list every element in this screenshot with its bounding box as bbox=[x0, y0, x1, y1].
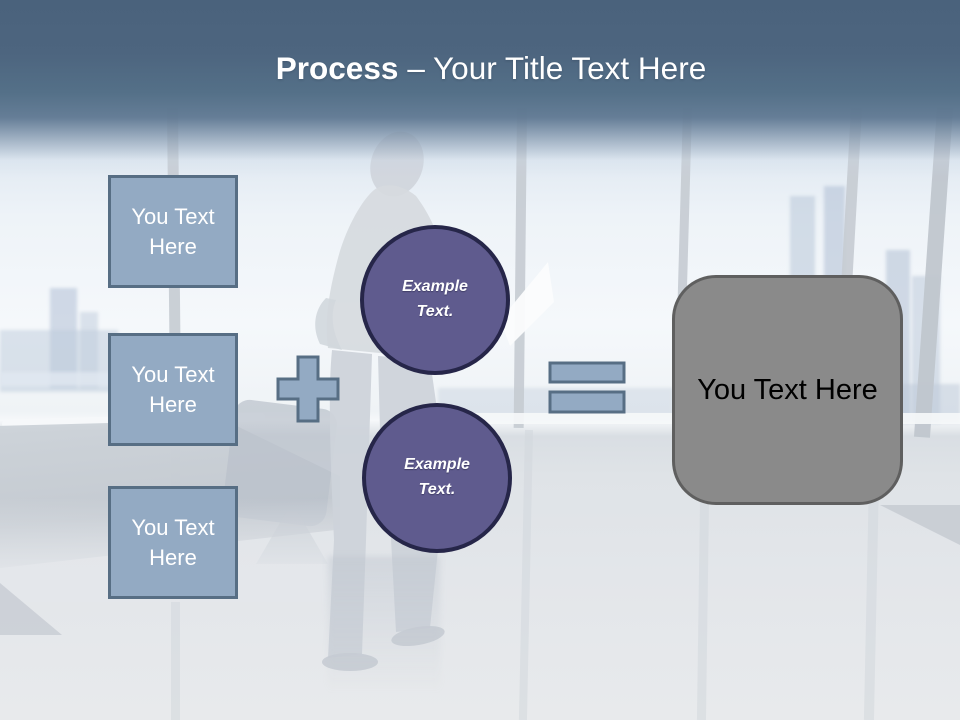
input-box-label: You Text Here bbox=[131, 361, 215, 417]
title-banner: Process– Your Title Text Here bbox=[0, 0, 960, 178]
input-box-2[interactable]: You Text Here bbox=[108, 333, 238, 446]
result-box[interactable]: You Text Here bbox=[672, 275, 903, 505]
result-box-label: You Text Here bbox=[697, 373, 878, 406]
man-hands bbox=[315, 298, 342, 350]
example-circle-1[interactable]: Example Text. bbox=[360, 225, 510, 375]
title-emphasis: Process bbox=[275, 50, 399, 86]
equals-icon[interactable] bbox=[546, 359, 632, 417]
title-rest: – Your Title Text Here bbox=[407, 50, 707, 86]
input-box-1[interactable]: You Text Here bbox=[108, 175, 238, 288]
example-circle-label: Example Text. bbox=[404, 456, 470, 498]
input-box-3[interactable]: You Text Here bbox=[108, 486, 238, 599]
example-circle-label: Example Text. bbox=[402, 278, 468, 320]
waterline bbox=[0, 372, 118, 386]
slide-title[interactable]: Process– Your Title Text Here bbox=[0, 51, 960, 86]
man-shoe bbox=[322, 653, 378, 671]
document-paper bbox=[500, 262, 554, 346]
input-box-label: You Text Here bbox=[131, 514, 215, 570]
plus-icon[interactable] bbox=[274, 353, 344, 425]
example-circle-2[interactable]: Example Text. bbox=[362, 403, 512, 553]
floor-shadow-right bbox=[880, 505, 960, 545]
man-reflection bbox=[328, 556, 440, 716]
man-leg-back bbox=[328, 350, 372, 658]
input-box-label: You Text Here bbox=[131, 203, 215, 259]
man-shoe bbox=[391, 625, 445, 647]
